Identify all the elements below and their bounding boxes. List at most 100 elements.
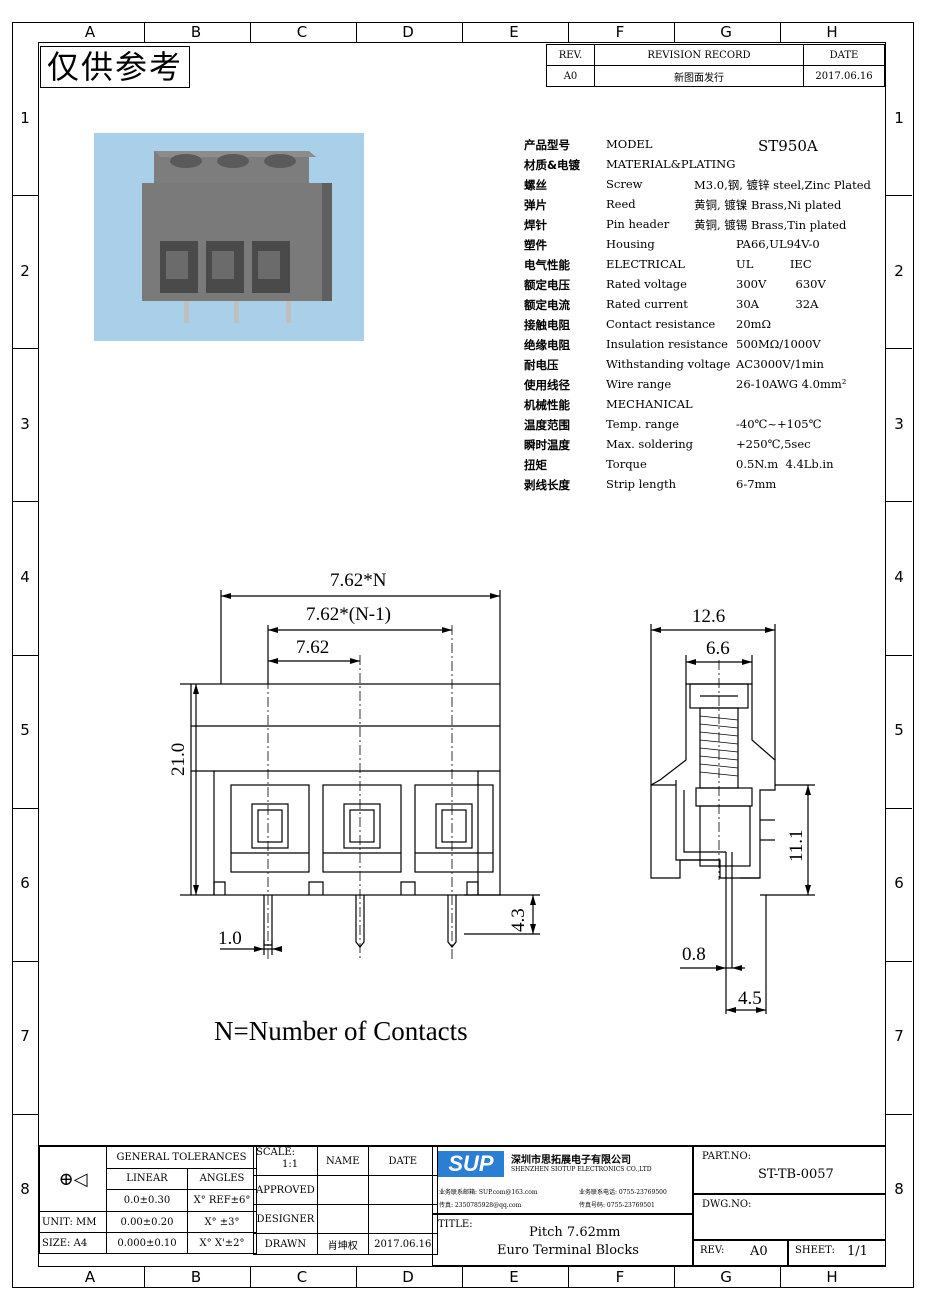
company-logo: SUP [438, 1151, 504, 1177]
general-tolerances-label: GENERAL TOLERANCES [106, 1146, 257, 1169]
spec-label-en: Max. soldering [606, 437, 694, 451]
grid-row-label: 2 [20, 261, 30, 280]
grid-row-label: 3 [20, 414, 30, 433]
dim-inner-width: 7.62*(N-1) [306, 604, 391, 625]
spec-label-en: Rated voltage [606, 277, 687, 291]
scale-cell: SCALE: 1:1 [253, 1146, 318, 1176]
spec-label-en: MECHANICAL [606, 397, 693, 411]
grid-column-label: C [296, 23, 308, 41]
company-name-en: SHENZHEN SIOTUP ELECTRONICS CO.,LTD [511, 1166, 652, 1173]
dim-side-height: 11.1 [786, 829, 807, 862]
date-label: DATE [367, 1146, 438, 1176]
title-label: TITLE: [438, 1219, 473, 1230]
rev-box: REV: A0 [693, 1240, 788, 1266]
rev-label: REV: [700, 1245, 725, 1256]
spec-value: 黄铜, 镀镍 Brass,Ni plated [694, 198, 842, 212]
part-no-box: PART.NO: ST-TB-0057 [693, 1146, 886, 1194]
spec-label-en: Rated current [606, 297, 688, 311]
spec-label-en: MODEL [606, 137, 653, 151]
grid-tick [12, 501, 38, 503]
grid-row-label: 4 [20, 567, 30, 586]
rev-value: A0 [750, 1244, 768, 1259]
tol-linear-1: 0.0±0.30 [106, 1189, 188, 1212]
grid-tick [886, 1113, 912, 1115]
grid-column-label: A [84, 23, 96, 41]
spec-label-cn: 额定电压 [524, 278, 570, 292]
spec-value: 0.5N.m 4.4Lb.in [736, 457, 834, 471]
dwg-no-box: DWG.NO: [693, 1194, 886, 1240]
spec-label-en: Insulation resistance [606, 337, 728, 351]
grid-tick [12, 960, 38, 962]
title-line-2: Euro Terminal Blocks [497, 1243, 639, 1258]
designer-label: DESIGNER [253, 1204, 318, 1234]
grid-tick [12, 195, 38, 197]
side-view [650, 683, 776, 968]
spec-label-en: ELECTRICAL [606, 257, 685, 271]
grid-tick [886, 348, 912, 350]
grid-row-label: 1 [20, 108, 30, 127]
spec-value: 6-7mm [736, 477, 777, 491]
spec-value: 黄铜, 镀锡 Brass,Tin plated [694, 218, 847, 232]
grid-tick [568, 1267, 569, 1287]
company-block: SUP 深圳市思拓展电子有限公司 SHENZHEN SIOTUP ELECTRO… [432, 1146, 693, 1214]
front-body-outline [190, 683, 501, 896]
spec-label-en: Screw [606, 177, 643, 191]
spec-label-cn: 接触电阻 [524, 318, 570, 332]
grid-tick [144, 1267, 145, 1287]
contact-line-1: 业务联系邮箱: SUP.com@163.com [439, 1189, 538, 1196]
spec-label-cn: 弹片 [524, 198, 547, 212]
drawing-inner-frame [38, 42, 886, 1267]
scale-label: SCALE: [256, 1147, 296, 1158]
grid-tick [568, 22, 569, 42]
grid-tick [674, 1267, 675, 1287]
grid-column-label: G [720, 1268, 732, 1286]
tol-angle-3: X° X'±2° [187, 1232, 257, 1254]
part-no-value: ST-TB-0057 [758, 1167, 834, 1182]
front-cavity-3 [414, 784, 494, 873]
grid-row-label: 5 [894, 721, 904, 740]
grid-row-label: 4 [894, 567, 904, 586]
projection-symbol-icon: ⊕◁ [39, 1146, 107, 1212]
spec-value: AC3000V/1min [736, 357, 824, 371]
spec-label-cn: 扭矩 [524, 458, 547, 472]
contact-line-3: 传真: 2350785928@qq.com [439, 1202, 522, 1209]
contacts-note: N=Number of Contacts [214, 1016, 468, 1046]
spec-label-cn: 材质&电镀 [524, 158, 581, 172]
approval-table: SCALE: 1:1 NAME DATE APPROVED DESIGNER D… [253, 1146, 438, 1255]
grid-tick [356, 1267, 357, 1287]
grid-tick [674, 22, 675, 42]
dim-side-pin-width: 0.8 [682, 944, 706, 965]
name-label: NAME [316, 1146, 369, 1176]
sheet-box: SHEET: 1/1 [788, 1240, 886, 1266]
drawn-name: 肖坤权 [316, 1233, 369, 1255]
spec-label-en: Pin header [606, 217, 670, 231]
spec-label-cn: 使用线径 [524, 378, 570, 392]
spec-label-cn: 焊针 [524, 218, 547, 232]
grid-row-label: 5 [20, 721, 30, 740]
grid-row-label: 7 [894, 1027, 904, 1046]
grid-column-label: F [615, 1268, 625, 1286]
approved-label: APPROVED [253, 1175, 318, 1205]
grid-column-label: E [509, 23, 519, 41]
grid-tick [462, 22, 463, 42]
grid-column-label: G [720, 23, 732, 41]
spec-label-cn: 绝缘电阻 [524, 338, 570, 352]
grid-tick [886, 195, 912, 197]
grid-row-label: 3 [894, 414, 904, 433]
grid-tick [12, 348, 38, 350]
spec-label-cn: 额定电流 [524, 298, 570, 312]
grid-column-label: B [190, 23, 202, 41]
spec-label-en: Housing [606, 237, 655, 251]
contact-line-4: 传真号码: 0755-23769501 [579, 1202, 655, 1209]
spec-value: 30A 32A [736, 297, 819, 311]
grid-tick [780, 1267, 781, 1287]
spec-label-en: Temp. range [606, 417, 680, 431]
spec-value: UL IEC [736, 257, 812, 271]
front-cavity-1 [230, 784, 310, 873]
grid-row-label: 8 [20, 1180, 30, 1199]
dim-side-width: 12.6 [692, 606, 726, 627]
grid-column-label: A [84, 1268, 96, 1286]
dim-side-pin-offset: 4.5 [738, 988, 762, 1009]
spec-value: +250℃,5sec [736, 437, 811, 451]
